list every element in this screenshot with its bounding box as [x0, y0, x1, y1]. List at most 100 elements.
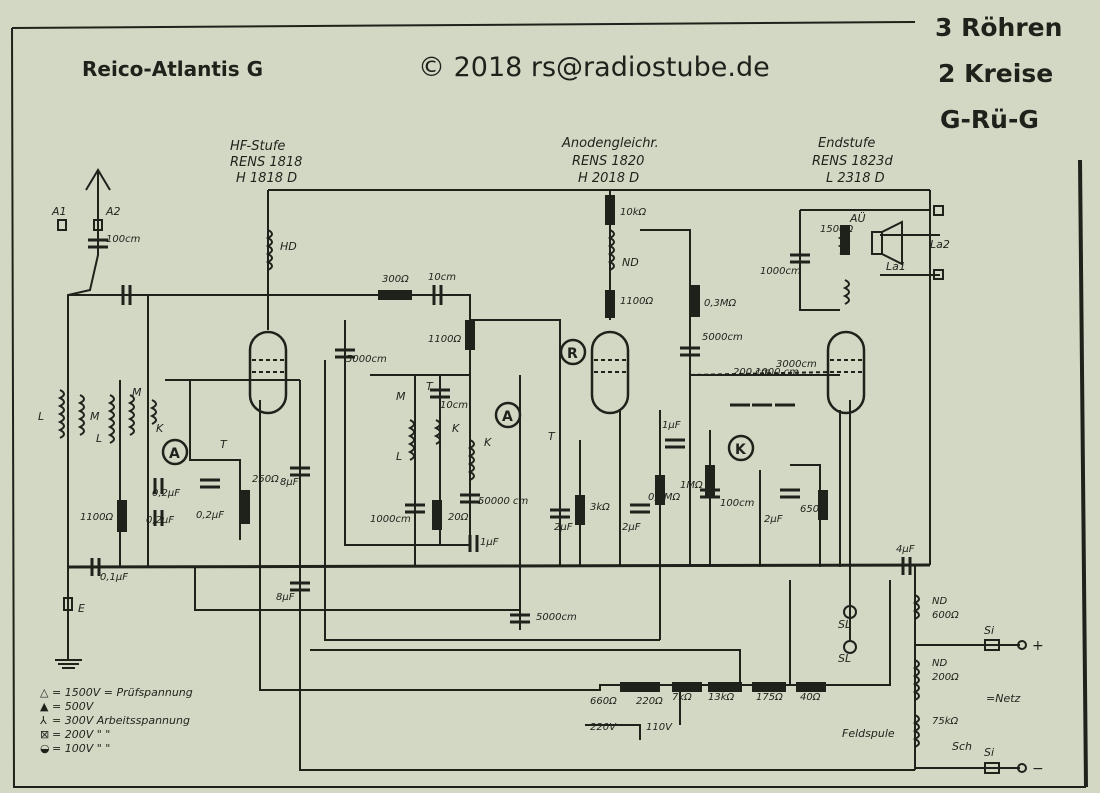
legend-text-3: = 300V Arbeitsspannung: [52, 714, 190, 727]
label-minus: −: [1032, 761, 1044, 777]
val-c5000c: 5000cm: [536, 612, 577, 623]
val-r1m: 1MΩ: [680, 480, 703, 491]
val-c1000c: 1000cm: [370, 514, 411, 525]
val-nd200: 200Ω: [932, 672, 959, 683]
label-a1: A1: [51, 205, 67, 218]
stage-rect-title: Anodengleichr.: [561, 136, 659, 151]
val-c1uf-small: 1µF: [662, 420, 681, 431]
val-c1000b: 1000 cm: [755, 367, 799, 378]
stage-end-title: Endstufe: [818, 136, 875, 151]
label-coil-k1: K: [156, 422, 164, 435]
val-c02c: 0,2µF: [196, 510, 224, 521]
label-coil-m2: M: [132, 386, 142, 399]
spec-tubes: 3 Röhren: [935, 13, 1062, 42]
val-r300: 300Ω: [382, 274, 409, 285]
legend-sym-2: ▲: [40, 700, 49, 713]
val-c200: 200 cm: [733, 367, 771, 378]
label-la2: La2: [930, 238, 950, 251]
val-c100cm: 100cm: [106, 234, 141, 245]
label-sl1: SL: [838, 618, 851, 631]
val-r220: 220Ω: [636, 696, 663, 707]
val-c2a: 2µF: [554, 522, 573, 533]
circle-a-left: A: [169, 446, 180, 462]
val-r1100c: 1100Ω: [80, 512, 113, 523]
val-r02m: 0,2MΩ: [648, 492, 681, 503]
label-netz: =Netz: [986, 692, 1021, 705]
val-c02a: 0,2µF: [152, 488, 180, 499]
val-r1100a: 1100Ω: [428, 334, 461, 345]
val-r03m: 0,3MΩ: [704, 298, 737, 309]
circle-a-mid: A: [502, 409, 513, 425]
val-r1500: 1500Ω: [820, 224, 853, 235]
val-c100b: 100cm: [720, 498, 755, 509]
legend-sym-4: ⊠: [40, 728, 49, 741]
legend-text-1: = 1500V = Prüfspannung: [52, 686, 193, 699]
label-coil-t3: T: [548, 430, 556, 443]
stage-hf-title: HF-Stufe: [230, 139, 285, 154]
label-feldspule: Feldspule: [842, 727, 895, 740]
val-c02b: 0,2µF: [146, 515, 174, 526]
val-c8a: 8µF: [280, 477, 299, 488]
label-coil-m3: M: [396, 390, 406, 403]
stage-rect-tube1: RENS 1820: [572, 154, 644, 169]
label-a2: A2: [105, 205, 121, 218]
label-si2: Si: [984, 746, 994, 759]
val-r10k: 10kΩ: [620, 207, 647, 218]
val-v110: 110V: [646, 722, 673, 733]
stage-end-tube1: RENS 1823d: [812, 154, 893, 169]
val-nd200-label: ND: [932, 658, 947, 669]
legend-sym-5: ◒: [40, 742, 50, 755]
label-coil-t2: T: [426, 380, 434, 393]
label-coil-k2: K: [452, 422, 460, 435]
label-coil-l2: L: [96, 432, 102, 445]
val-r1100b: 1100Ω: [620, 296, 653, 307]
spec-type: G-Rü-G: [940, 105, 1039, 134]
val-c1000cm: 1000cm: [760, 266, 801, 277]
legend-text-4: = 200V " ": [52, 728, 110, 741]
spec-circuits: 2 Kreise: [938, 59, 1053, 88]
val-r650: 650Ω: [800, 504, 827, 515]
val-c2c: 2µF: [764, 514, 783, 525]
model-title: Reico-Atlantis G: [82, 57, 263, 81]
label-coil-m1: M: [90, 410, 100, 423]
val-c50000: 50000 cm: [478, 496, 528, 507]
val-c4: 4µF: [896, 544, 915, 555]
val-r20: 20Ω: [448, 512, 469, 523]
label-coil-t1: T: [220, 438, 228, 451]
label-e: E: [78, 602, 85, 615]
stage-hf-tube2: H 1818 D: [236, 171, 297, 186]
val-r250: 250Ω: [252, 474, 279, 485]
legend-text-5: = 100V " ": [52, 742, 110, 755]
val-v220: 220V: [590, 722, 617, 733]
val-c5000b: 5000cm: [702, 332, 743, 343]
legend-sym-1: △: [40, 686, 49, 699]
stage-hf-tube1: RENS 1818: [230, 155, 302, 170]
circle-r: R: [567, 346, 578, 362]
val-r7k: 7kΩ: [672, 692, 692, 703]
val-r75k: 75kΩ: [932, 716, 959, 727]
val-c3000: 3000cm: [776, 359, 817, 370]
label-si1: Si: [984, 624, 994, 637]
label-plus: +: [1032, 638, 1044, 654]
label-la1: La1: [886, 260, 906, 273]
label-au: AÜ: [849, 212, 866, 225]
val-r13k: 13kΩ: [708, 692, 735, 703]
val-r175: 175Ω: [756, 692, 783, 703]
legend-sym-3: ⅄: [40, 714, 47, 727]
copyright-text: © 2018 rs@radiostube.de: [418, 52, 770, 83]
legend-text-2: = 500V: [52, 700, 95, 713]
val-r3k: 3kΩ: [590, 502, 610, 513]
val-nd600: 600Ω: [932, 610, 959, 621]
stage-end-tube2: L 2318 D: [826, 171, 885, 186]
circle-k: K: [735, 442, 747, 458]
stage-rect-tube2: H 2018 D: [578, 171, 639, 186]
val-c2b: 2µF: [622, 522, 641, 533]
val-c01: 0,1µF: [100, 572, 128, 583]
val-c5000a: 5000cm: [346, 354, 387, 365]
val-c10cm: 10cm: [428, 272, 456, 283]
label-nd: ND: [622, 256, 639, 269]
val-c10b: 10cm: [440, 400, 468, 411]
val-r660: 660Ω: [590, 696, 617, 707]
